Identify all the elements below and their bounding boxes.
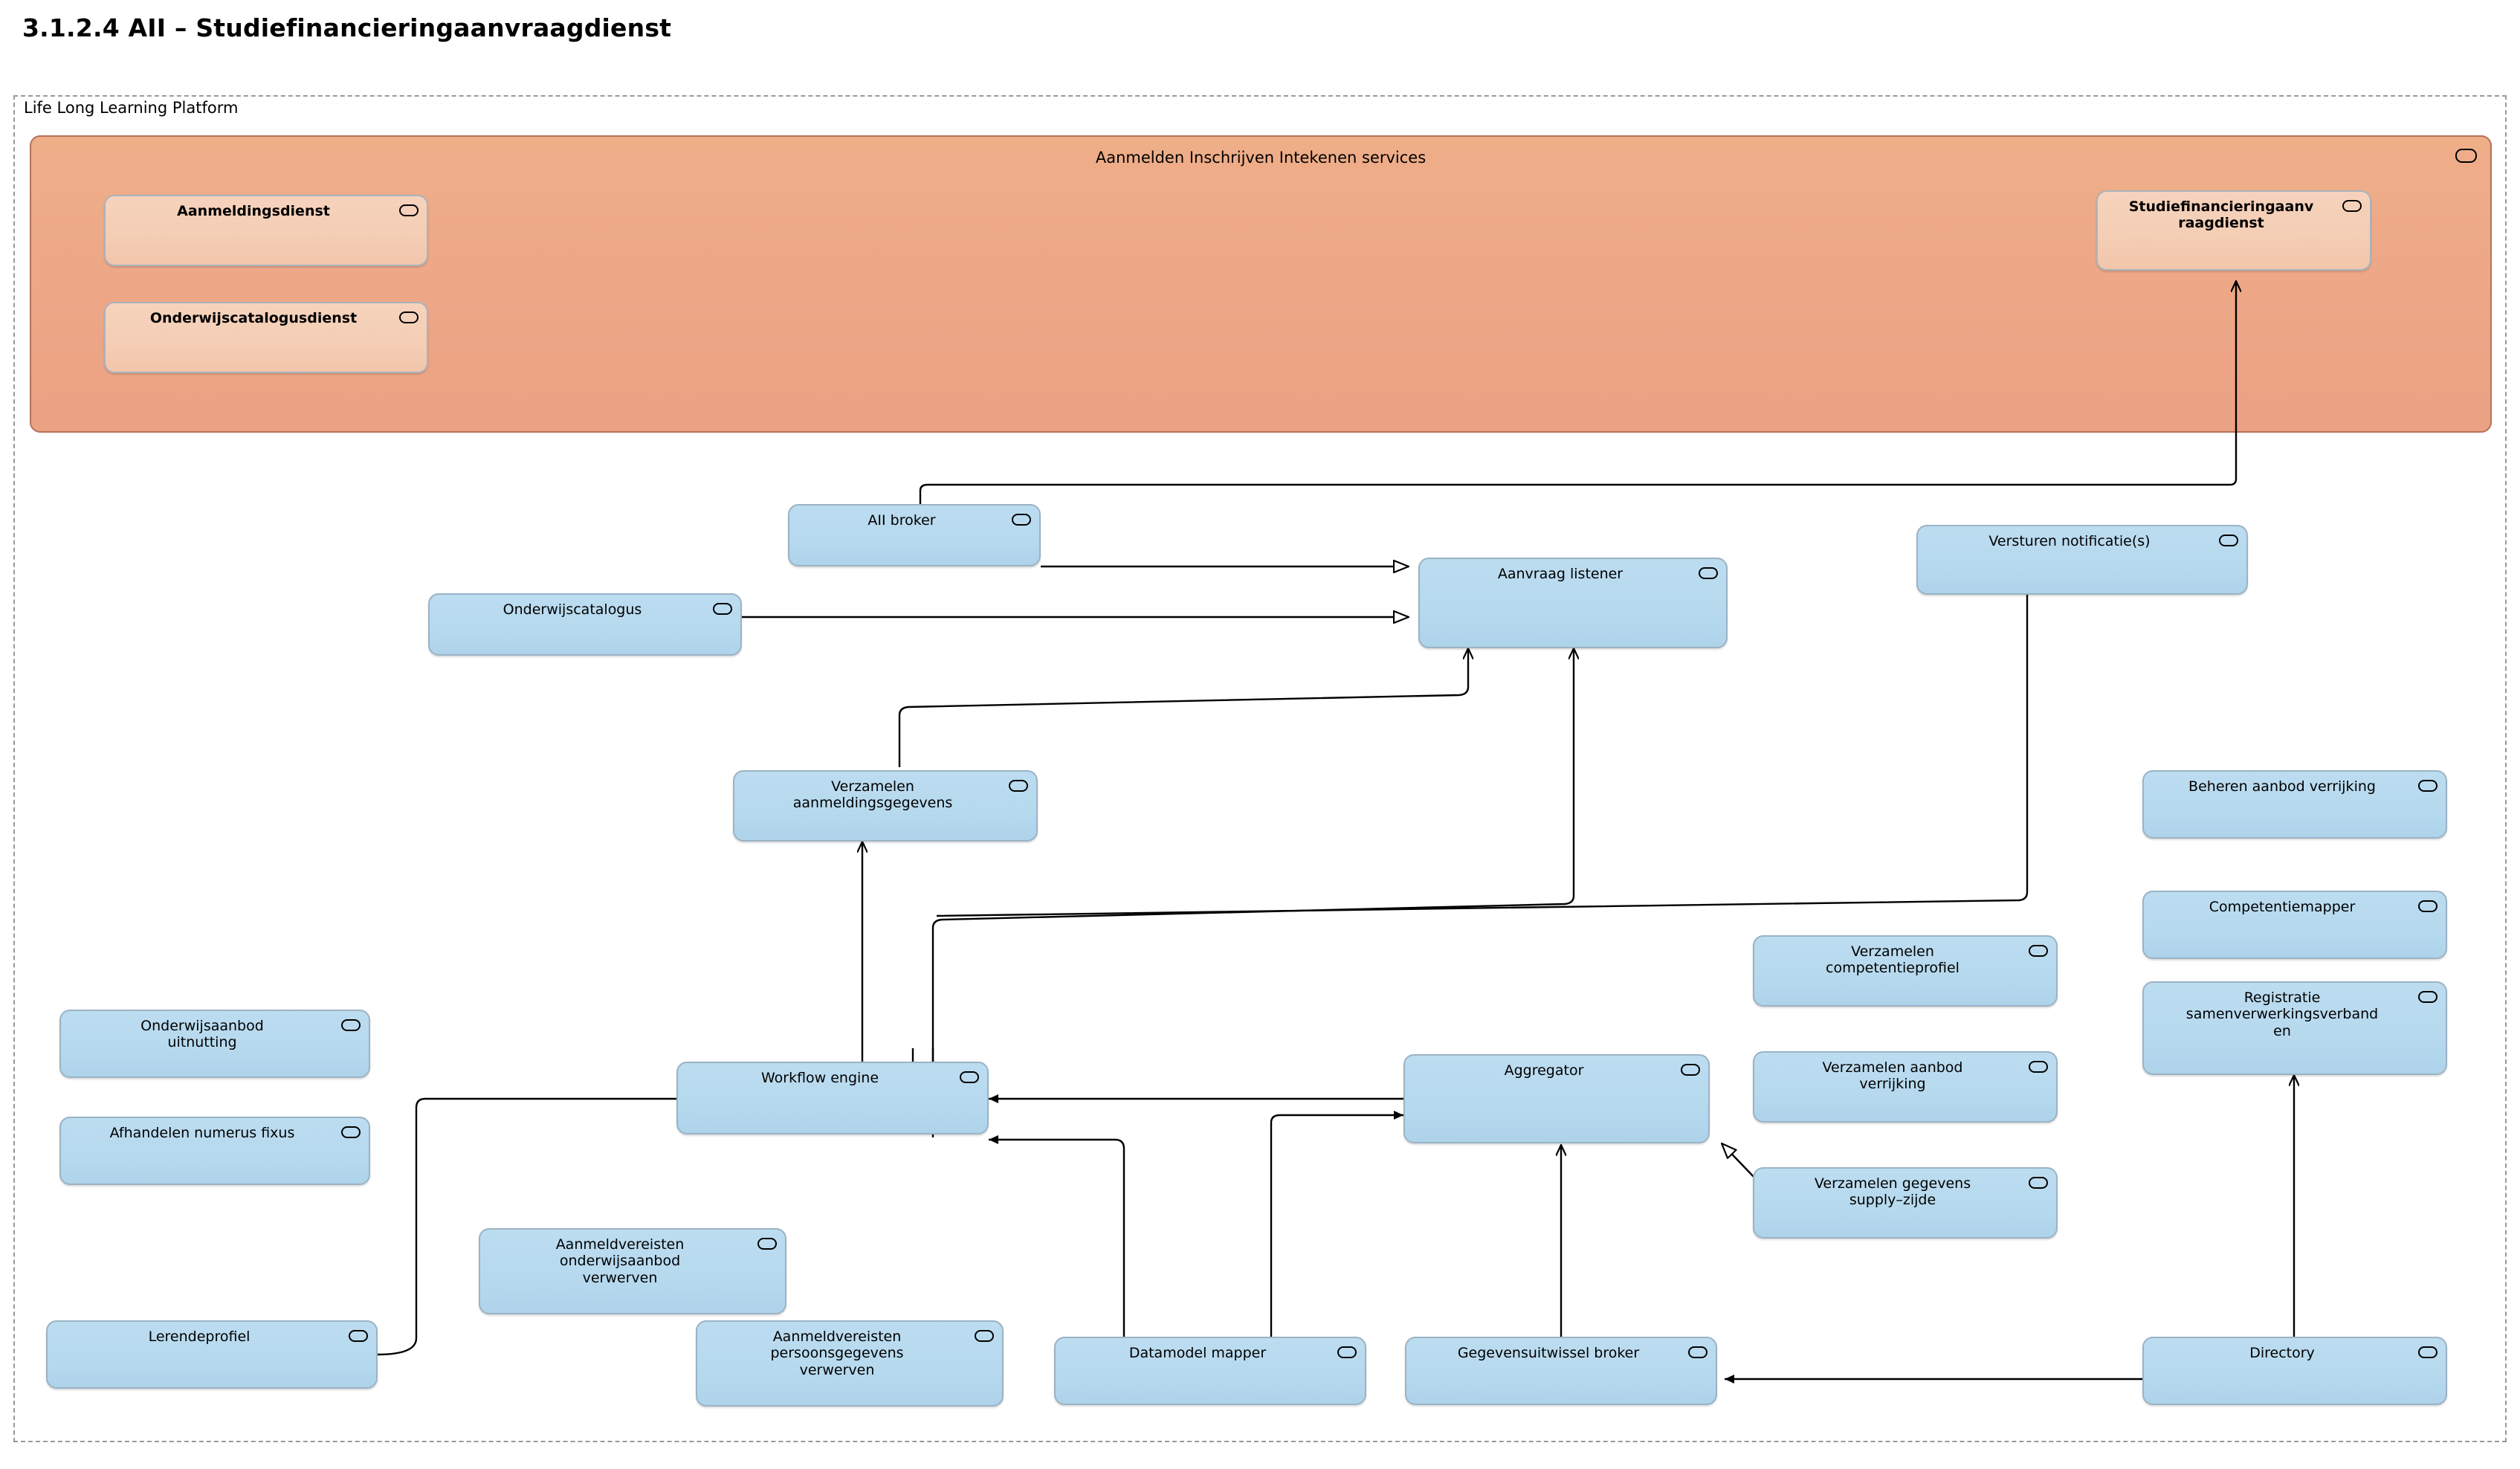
node-label: Studiefinancieringaanv raagdienst: [2128, 198, 2314, 232]
application-component-badge-icon: [757, 1238, 777, 1250]
node-label: Aanvraag listener: [1497, 566, 1624, 582]
node-aggregator[interactable]: Aggregator: [1403, 1054, 1710, 1143]
application-component-badge-icon: [2418, 1346, 2437, 1358]
application-component-badge-icon: [1699, 567, 1718, 579]
node-lerendeprofiel[interactable]: Lerendeprofiel: [46, 1320, 378, 1389]
node-verzamelen-aanbod-verrijking[interactable]: Verzamelen aanbod verrijking: [1753, 1051, 2058, 1123]
application-component-badge-icon: [1688, 1346, 1708, 1358]
node-label: Directory: [2249, 1345, 2315, 1361]
application-component-badge-icon: [960, 1071, 979, 1083]
node-verzamelen-competentieprofiel[interactable]: Verzamelen competentieprofiel: [1753, 935, 2058, 1007]
application-component-badge-icon: [2219, 535, 2238, 546]
application-component-badge-icon: [1681, 1064, 1700, 1076]
node-gegevensuitwissel-broker[interactable]: Gegevensuitwissel broker: [1405, 1337, 1717, 1405]
node-label: Workflow engine: [760, 1070, 879, 1086]
node-verzamelen-gegevens-supply-zijde[interactable]: Verzamelen gegevens supply–zijde: [1753, 1167, 2058, 1239]
node-onderwijscatalogus[interactable]: Onderwijscatalogus: [428, 593, 742, 656]
application-component-badge-icon: [975, 1330, 994, 1342]
node-label: Competentiemapper: [2209, 899, 2356, 915]
node-label: Onderwijsaanbod uitnutting: [140, 1018, 264, 1051]
node-label: AII broker: [868, 512, 936, 529]
node-label: Gegevensuitwissel broker: [1457, 1345, 1640, 1361]
grouping-aanmelden-inschrijven-intekenen-services[interactable]: Aanmelden Inschrijven Intekenen services: [30, 135, 2492, 433]
application-service-badge-icon: [2342, 200, 2362, 212]
application-component-badge-icon: [2455, 149, 2477, 163]
page-title: 3.1.2.4 AII – Studiefinancieringaanvraag…: [22, 13, 672, 42]
application-component-badge-icon: [2418, 991, 2437, 1003]
node-label: Lerendeprofiel: [148, 1328, 251, 1345]
node-aanvraag-listener[interactable]: Aanvraag listener: [1418, 558, 1728, 648]
node-registratie-samenverwerkingsverbanden[interactable]: Registratie samenverwerkingsverband en: [2142, 981, 2447, 1075]
node-label: Onderwijscatalogusdienst: [149, 310, 358, 326]
application-component-badge-icon: [2029, 1177, 2048, 1189]
application-component-badge-icon: [1012, 514, 1031, 526]
node-label: Verzamelen aanmeldingsgegevens: [792, 778, 953, 812]
node-label: Aanmeldingsdienst: [177, 203, 330, 219]
node-versturen-notificaties[interactable]: Versturen notificatie(s): [1916, 525, 2248, 595]
node-aanmeldingsdienst[interactable]: Aanmeldingsdienst: [104, 195, 428, 266]
node-studiefinancieringaanvraagdienst[interactable]: Studiefinancieringaanv raagdienst: [2096, 190, 2371, 271]
node-aanmeldvereisten-onderwijsaanbod-verwerven[interactable]: Aanmeldvereisten onderwijsaanbod verwerv…: [479, 1228, 786, 1314]
application-component-badge-icon: [341, 1019, 361, 1031]
node-label: Verzamelen aanbod verrijking: [1822, 1059, 1963, 1093]
node-label: Verzamelen competentieprofiel: [1826, 943, 1960, 977]
node-label: Onderwijscatalogus: [503, 601, 642, 618]
node-datamodel-mapper[interactable]: Datamodel mapper: [1054, 1337, 1366, 1405]
application-component-badge-icon: [2418, 900, 2437, 912]
application-component-badge-icon: [2418, 780, 2437, 792]
application-component-badge-icon: [2029, 945, 2048, 957]
node-label: Versturen notificatie(s): [1988, 533, 2151, 549]
platform-container: [13, 95, 2507, 1442]
node-label: Aanmeldvereisten onderwijsaanbod verwerv…: [555, 1236, 685, 1286]
node-directory[interactable]: Directory: [2142, 1337, 2447, 1405]
node-label: Aanmeldvereisten persoonsgegevens verwer…: [770, 1328, 904, 1378]
application-component-badge-icon: [349, 1330, 368, 1342]
node-aii-broker[interactable]: AII broker: [788, 504, 1041, 566]
node-label: Verzamelen gegevens supply–zijde: [1814, 1175, 1971, 1209]
node-verzamelen-aanmeldingsgegevens[interactable]: Verzamelen aanmeldingsgegevens: [733, 770, 1038, 842]
node-onderwijscatalogusdienst[interactable]: Onderwijscatalogusdienst: [104, 302, 428, 373]
node-label: Afhandelen numerus fixus: [109, 1125, 295, 1141]
node-aanmeldvereisten-persoonsgegevens-verwerven[interactable]: Aanmeldvereisten persoonsgegevens verwer…: [696, 1320, 1004, 1407]
application-component-badge-icon: [1009, 780, 1028, 792]
node-beheren-aanbod-verrijking[interactable]: Beheren aanbod verrijking: [2142, 770, 2447, 839]
node-afhandelen-numerus-fixus[interactable]: Afhandelen numerus fixus: [59, 1117, 370, 1185]
grouping-title: Aanmelden Inschrijven Intekenen services: [1095, 149, 1427, 167]
platform-label: Life Long Learning Platform: [24, 99, 239, 117]
application-component-badge-icon: [1337, 1346, 1357, 1358]
node-label: Beheren aanbod verrijking: [2188, 778, 2376, 795]
node-workflow-engine[interactable]: Workflow engine: [676, 1062, 989, 1134]
application-service-badge-icon: [399, 204, 419, 216]
node-onderwijsaanbod-uitnutting[interactable]: Onderwijsaanbod uitnutting: [59, 1010, 370, 1078]
application-service-badge-icon: [399, 311, 419, 323]
node-label: Aggregator: [1504, 1062, 1584, 1079]
application-component-badge-icon: [713, 603, 732, 615]
node-label: Datamodel mapper: [1128, 1345, 1267, 1361]
application-component-badge-icon: [2029, 1061, 2048, 1073]
node-label: Registratie samenverwerkingsverband en: [2185, 989, 2379, 1039]
application-component-badge-icon: [341, 1126, 361, 1138]
node-competentiemapper[interactable]: Competentiemapper: [2142, 891, 2447, 959]
